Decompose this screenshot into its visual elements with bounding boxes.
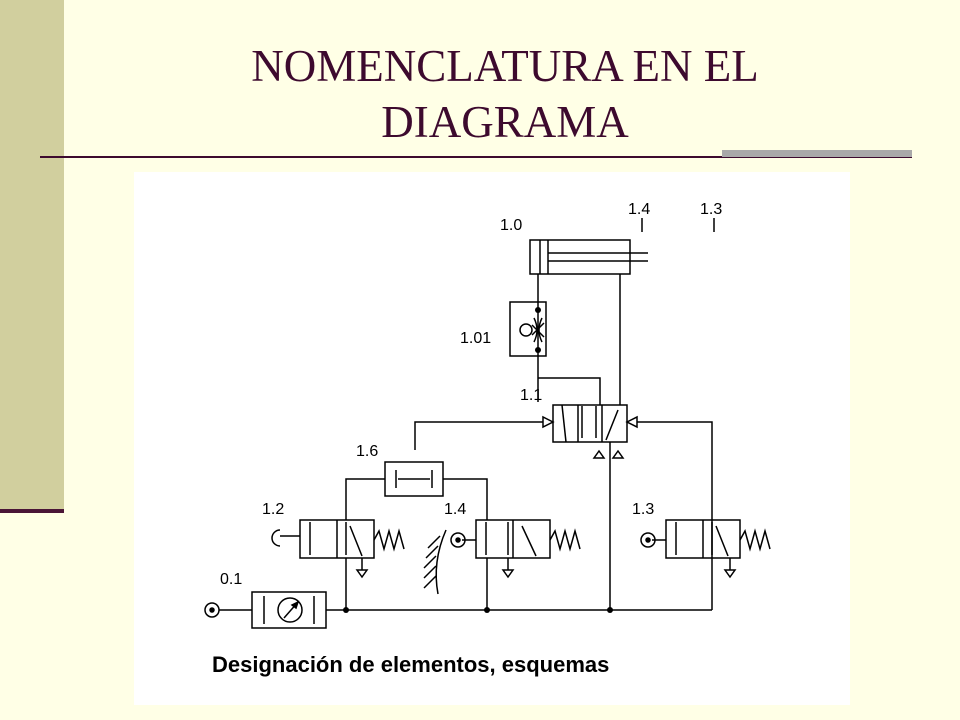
label-0-1: 0.1 [220, 571, 242, 588]
slide-title-line-2: DIAGRAMA [381, 97, 629, 147]
label-1-4-top: 1.4 [628, 201, 650, 218]
cylinder-1-0 [529, 239, 648, 275]
flow-control-valve-1-01 [509, 274, 547, 402]
valve-1-3 [640, 519, 771, 579]
label-1-6: 1.6 [356, 443, 378, 460]
cam-actuator [423, 529, 447, 595]
sidebar-bar [0, 0, 64, 512]
label-1-0: 1.0 [500, 217, 522, 234]
sidebar-accent-line [0, 509, 64, 513]
title-underline [40, 156, 912, 158]
diagram-panel [134, 172, 850, 705]
label-1-4: 1.4 [444, 501, 466, 518]
valve-1-4 [450, 519, 581, 579]
valve-1-2 [271, 519, 405, 579]
label-1-3-top: 1.3 [700, 201, 722, 218]
label-1-1: 1.1 [520, 387, 542, 404]
label-1-2: 1.2 [262, 501, 284, 518]
label-1-01: 1.01 [460, 330, 491, 347]
main-valve-1-1 [552, 404, 628, 459]
label-1-3: 1.3 [632, 501, 654, 518]
diagram-caption: Designación de elementos, esquemas [212, 652, 609, 677]
supply-unit-0-1 [204, 591, 327, 629]
slide-title-line-1: NOMENCLATURA EN EL [251, 41, 759, 91]
shuttle-valve-1-6 [384, 461, 444, 497]
title-underline-accent [722, 150, 912, 157]
